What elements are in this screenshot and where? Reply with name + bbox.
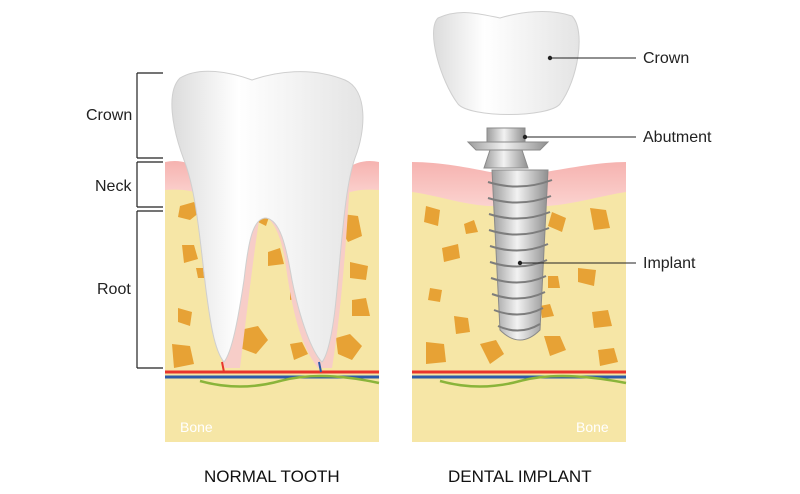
left-bracket [136, 72, 163, 369]
leader-dots [517, 55, 553, 266]
label-neck: Neck [95, 178, 132, 195]
normal-tooth-figure: Crown Neck Root Bone NORMAL TOOTH [86, 70, 380, 486]
natural-tooth [171, 70, 364, 363]
label-root: Root [97, 281, 131, 298]
implant-crown [433, 11, 580, 115]
implant-screw [487, 169, 553, 341]
caption-dental-implant: DENTAL IMPLANT [448, 467, 592, 486]
abutment [466, 127, 550, 169]
leader-lines [520, 57, 636, 264]
vessels-right [412, 370, 627, 388]
caption-normal-tooth: NORMAL TOOTH [204, 467, 340, 486]
label-crown-left: Crown [86, 107, 132, 124]
vessels-left [165, 361, 380, 388]
bone-pores-right [424, 206, 618, 366]
dental-implant-figure: Crown Abutment Implant Bone DENTAL IMPLA… [412, 11, 712, 486]
label-bone-left: Bone [180, 419, 213, 435]
label-crown-right: Crown [643, 50, 689, 67]
label-bone-right: Bone [576, 419, 609, 435]
label-implant: Implant [643, 255, 696, 272]
label-abutment: Abutment [643, 129, 712, 146]
